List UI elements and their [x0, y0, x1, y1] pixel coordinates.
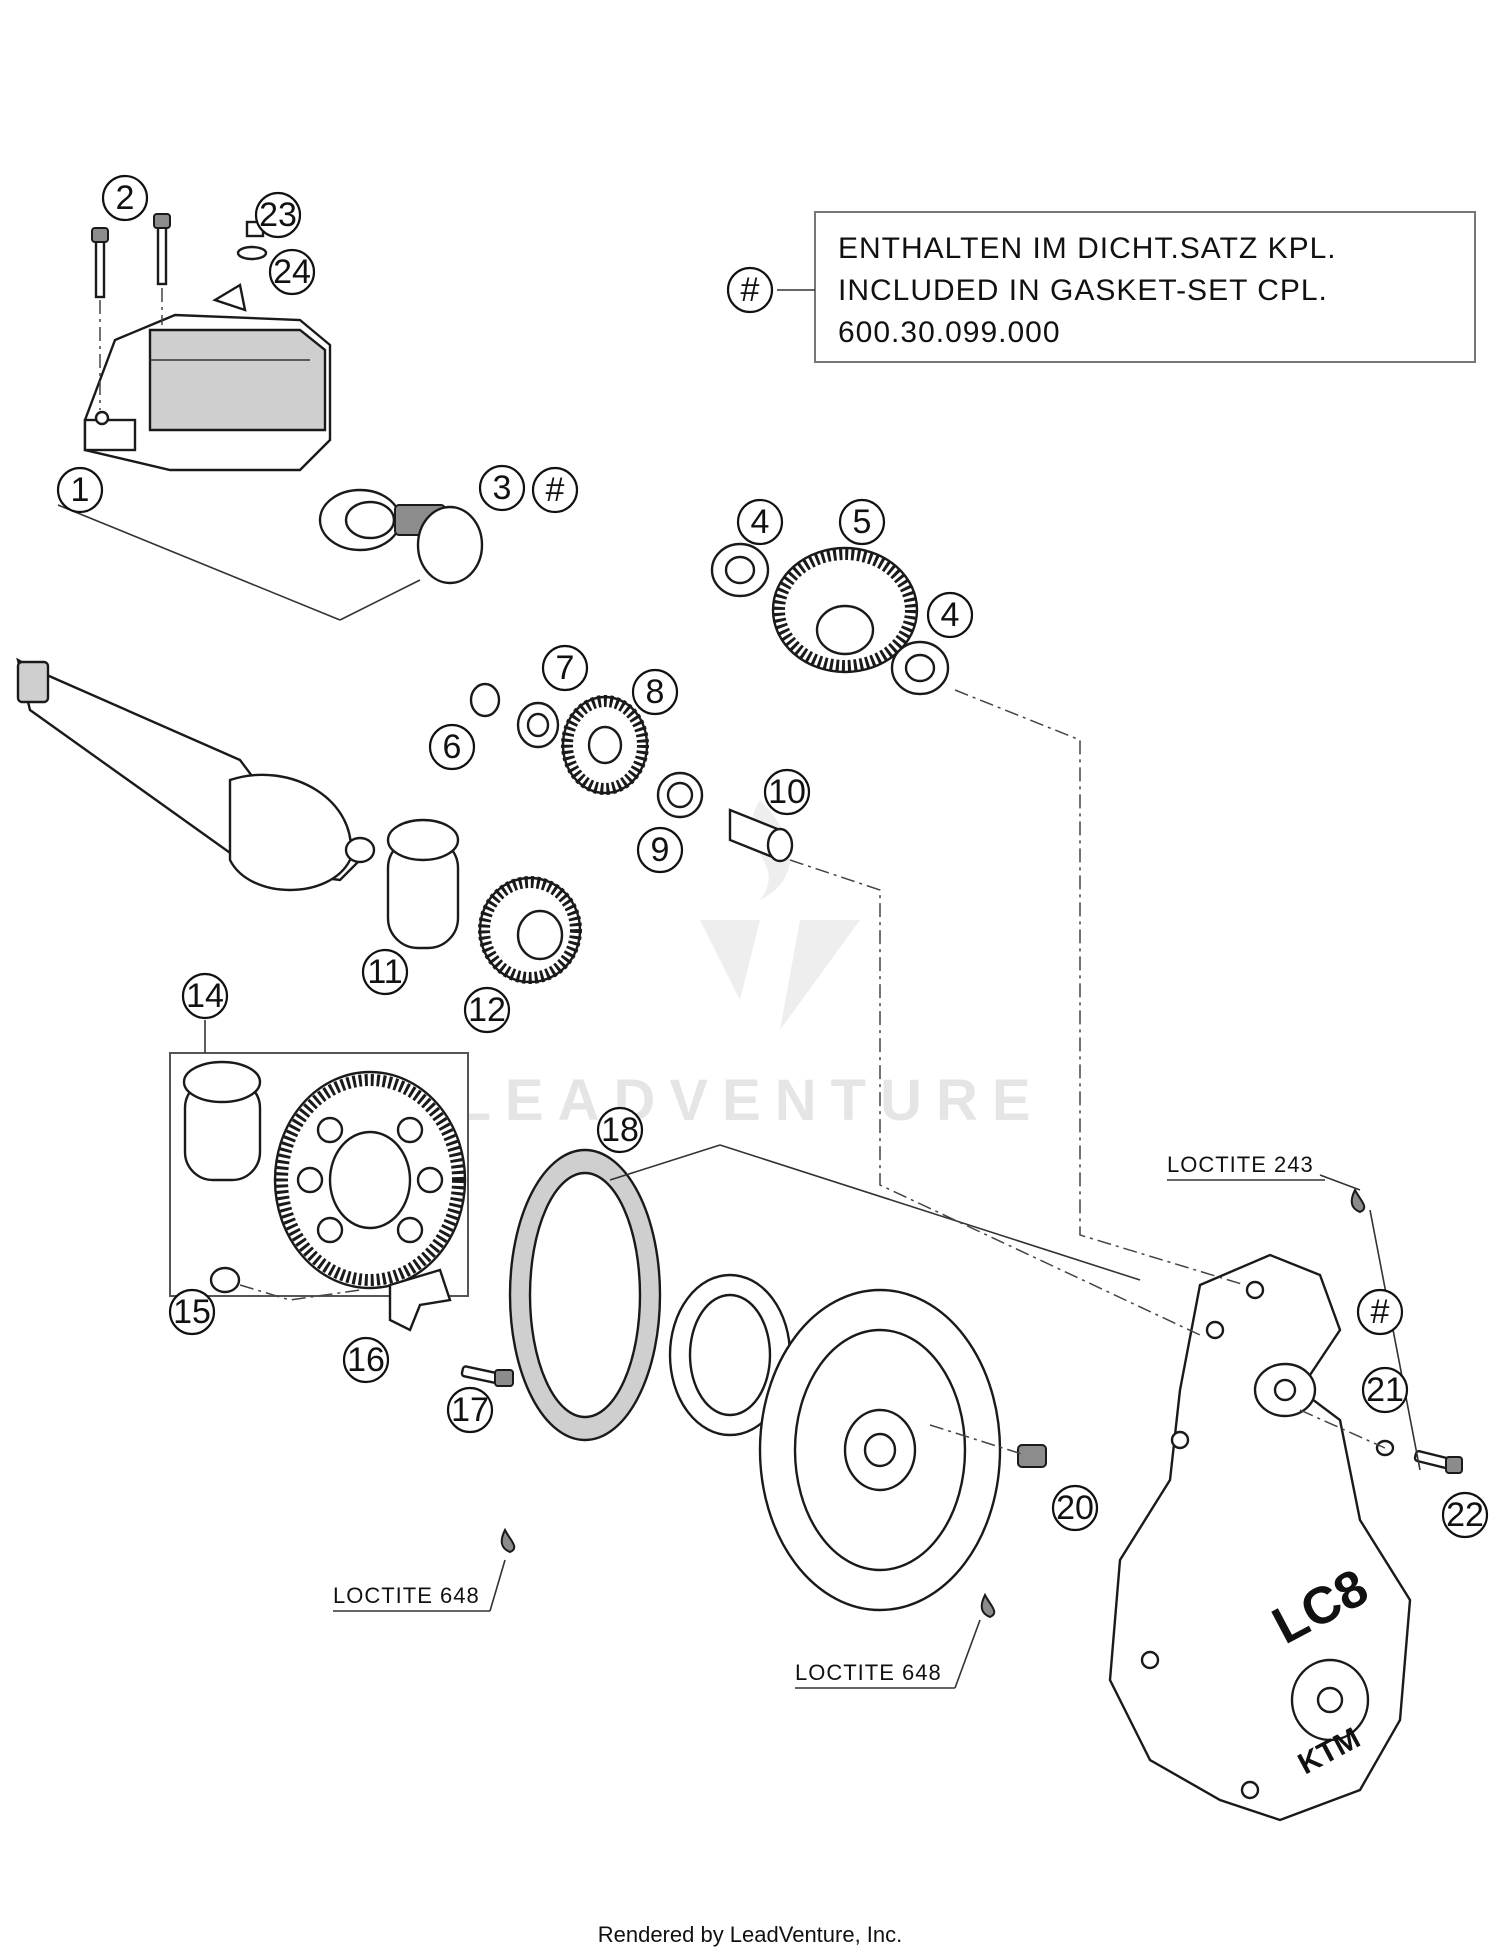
- svg-text:11: 11: [367, 953, 402, 991]
- note-box: [814, 211, 1476, 363]
- starter-motor: [83, 283, 446, 552]
- callout-1: 1: [56, 466, 104, 514]
- lever-parts: [209, 1266, 514, 1387]
- callout-16: 16: [342, 1336, 390, 1384]
- callout-4b: 4: [926, 591, 974, 639]
- watermark-text: LEADVENTURE: [455, 1068, 1044, 1133]
- svg-text:23: 23: [259, 196, 297, 234]
- svg-text:9: 9: [651, 831, 670, 869]
- svg-text:15: 15: [173, 1293, 211, 1331]
- svg-text:3: 3: [493, 469, 512, 507]
- svg-text:4: 4: [941, 596, 960, 634]
- loctite-label-bottom: LOCTITE 648: [795, 1660, 942, 1685]
- svg-text:6: 6: [443, 728, 462, 766]
- callout-14: 14: [181, 972, 229, 1020]
- callout-23: 23: [254, 191, 302, 239]
- callout-3: 3: [478, 464, 526, 512]
- svg-text:22: 22: [1446, 1496, 1484, 1534]
- gears-middle: [386, 682, 794, 984]
- watermark-logo-icon: [700, 800, 860, 1030]
- note-line-1: ENTHALTEN IM DICHT.SATZ KPL.: [838, 232, 1337, 265]
- starter-bolts: [91, 213, 171, 410]
- svg-text:5: 5: [853, 503, 872, 541]
- loctite-label-top: LOCTITE 243: [1167, 1152, 1314, 1177]
- footer-credit: Rendered by LeadVenture, Inc.: [598, 1922, 903, 1947]
- flywheel-assembly: [508, 1144, 1141, 1612]
- callout-21: 21: [1361, 1366, 1409, 1414]
- callout-9: 9: [636, 826, 684, 874]
- note-line-2: INCLUDED IN GASKET-SET CPL.: [838, 274, 1328, 307]
- washer-small: [236, 245, 268, 261]
- idler-gear-assembly: [710, 542, 950, 696]
- callout-24: 24: [268, 248, 316, 296]
- svg-text:16: 16: [347, 1341, 385, 1379]
- svg-text:12: 12: [468, 991, 506, 1029]
- callout-18: 18: [596, 1106, 644, 1154]
- svg-text:18: 18: [601, 1111, 639, 1149]
- svg-text:1: 1: [71, 471, 90, 509]
- callout-15: 15: [168, 1288, 216, 1336]
- gasket-note: ENTHALTEN IM DICHT.SATZ KPL. INCLUDED IN…: [726, 211, 1476, 363]
- crankshaft: [16, 657, 376, 892]
- callout-6: 6: [428, 723, 476, 771]
- starter-gear-box: [169, 1052, 469, 1297]
- svg-text:10: 10: [768, 773, 806, 811]
- callout-3-gasket-marker: #: [531, 466, 579, 514]
- callout-17: 17: [446, 1386, 494, 1434]
- svg-text:24: 24: [273, 253, 311, 291]
- callouts: 1 2 23 24 3 # 4 5 4 6 7 8 9 10 11 12 14 …: [56, 174, 1489, 1539]
- callout-7: 7: [541, 644, 589, 692]
- svg-text:20: 20: [1056, 1489, 1094, 1527]
- gasket-marker-circle: [726, 266, 774, 314]
- callout-5: 5: [838, 498, 886, 546]
- svg-text:#: #: [1371, 1293, 1390, 1331]
- callout-22: 22: [1441, 1491, 1489, 1539]
- svg-text:21: 21: [1366, 1371, 1404, 1409]
- callout-8: 8: [631, 668, 679, 716]
- callout-10: 10: [763, 768, 811, 816]
- callout-4a: 4: [736, 498, 784, 546]
- callout-cover-gasket-marker: #: [1356, 1288, 1404, 1336]
- note-line-3: 600.30.099.000: [838, 316, 1061, 349]
- watermark: LEADVENTURE: [455, 800, 1044, 1133]
- o-ring: [416, 505, 484, 585]
- svg-text:7: 7: [556, 649, 575, 687]
- gasket-marker: #: [741, 271, 760, 309]
- svg-text:#: #: [546, 471, 565, 509]
- svg-text:4: 4: [751, 503, 770, 541]
- callout-2: 2: [101, 174, 149, 222]
- svg-text:8: 8: [646, 673, 665, 711]
- svg-text:2: 2: [116, 179, 135, 217]
- loctite-label-left: LOCTITE 648: [333, 1583, 480, 1608]
- callout-12: 12: [463, 986, 511, 1034]
- callout-11: 11: [361, 948, 409, 996]
- svg-text:17: 17: [451, 1391, 489, 1429]
- ignition-cover: LC8 KTM: [500, 1187, 1463, 1822]
- svg-text:14: 14: [186, 977, 224, 1015]
- callout-20: 20: [1051, 1484, 1099, 1532]
